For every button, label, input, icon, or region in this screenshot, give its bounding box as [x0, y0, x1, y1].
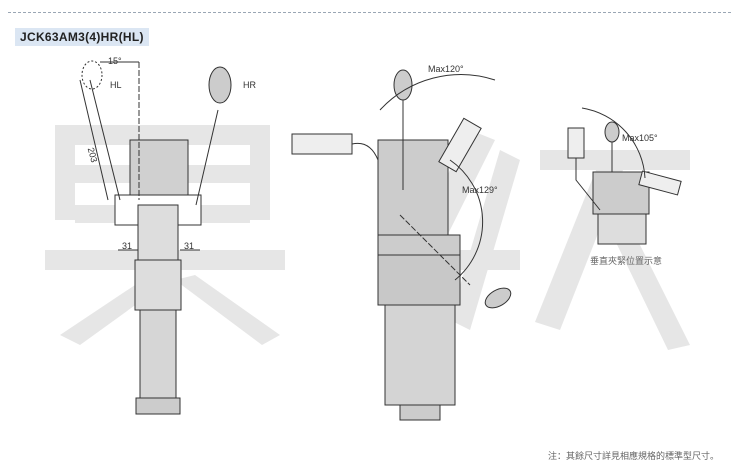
hr-handle: [208, 66, 232, 104]
vertical-handle: [393, 69, 413, 101]
cylinder-body: [139, 309, 177, 401]
cylinder-head: [134, 259, 182, 311]
max120-label: Max120°: [428, 64, 464, 74]
hl-lever: [89, 79, 121, 201]
side-cylinder: [384, 304, 456, 406]
footnote: 注：其餘尺寸詳見相應規格的標準型尺寸。: [547, 451, 719, 461]
max129-label: Max129°: [462, 185, 498, 195]
top-divider: [8, 12, 731, 13]
hr-lever: [195, 109, 219, 206]
angle-15-label: 15°: [108, 56, 122, 66]
cylinder-cap: [135, 397, 181, 415]
max105-label: Max105°: [622, 133, 658, 143]
hl-label: HL: [110, 80, 122, 90]
mount-block: [137, 204, 179, 261]
dim-31-left: 31: [122, 241, 133, 251]
horizontal-handle: [291, 133, 353, 155]
dim-31-right: 31: [184, 241, 195, 251]
hl-handle: [81, 60, 103, 90]
hr-label: HR: [243, 80, 256, 90]
side-head: [377, 139, 449, 236]
side-view: [291, 69, 512, 421]
front-view: [79, 60, 232, 415]
vertical-clamp-caption: 垂直夾緊位置示意: [590, 256, 663, 266]
model-title: JCK63AM3(4)HR(HL): [15, 28, 149, 46]
vertical-clamp-view: [567, 107, 682, 245]
